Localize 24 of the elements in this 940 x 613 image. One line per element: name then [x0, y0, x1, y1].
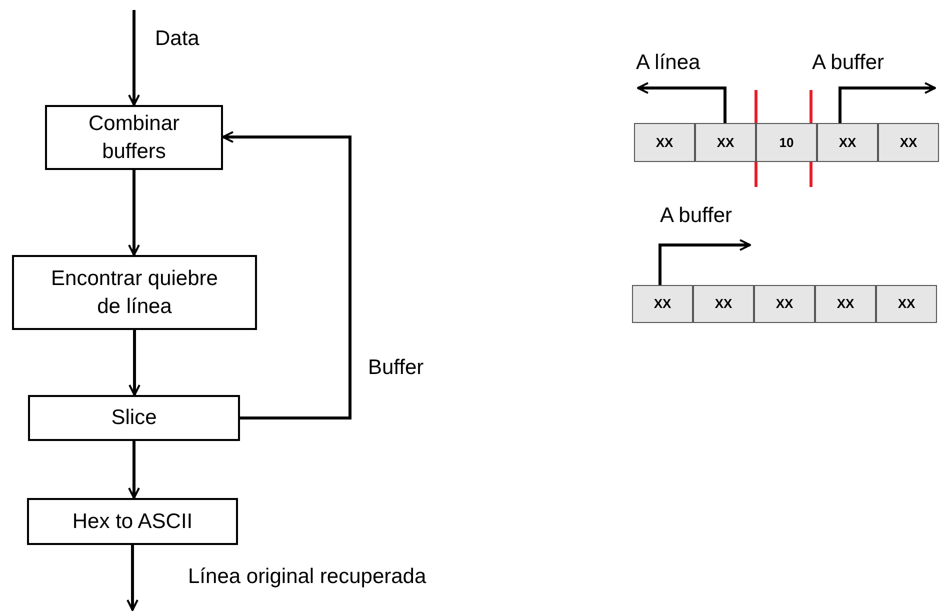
memory-cell: XX	[876, 285, 937, 323]
memory-cell: XX	[632, 285, 693, 323]
memory-cell: XX	[695, 123, 756, 162]
arrow	[658, 239, 751, 285]
memory-cell: XX	[754, 285, 815, 323]
memory-cell: 10	[756, 123, 817, 162]
process-box: Combinar buffers	[45, 105, 223, 170]
arrow	[128, 170, 140, 256]
edge-label: Línea original recuperada	[188, 566, 426, 587]
process-box: Slice	[28, 395, 240, 441]
arrow	[838, 82, 936, 123]
arrow	[637, 82, 726, 123]
arrow	[128, 10, 140, 106]
memory-cell: XX	[815, 285, 876, 323]
memory-cell: XX	[878, 123, 939, 162]
arrow	[128, 330, 140, 396]
arrow	[222, 131, 352, 420]
memory-cell: XX	[634, 123, 695, 162]
memory-cell: XX	[693, 285, 754, 323]
memory-cell: XX	[817, 123, 878, 162]
process-box: Encontrar quiebre de línea	[12, 255, 257, 330]
process-box: Hex to ASCII	[27, 498, 238, 545]
arrow	[128, 441, 140, 499]
arrow	[126, 545, 138, 611]
